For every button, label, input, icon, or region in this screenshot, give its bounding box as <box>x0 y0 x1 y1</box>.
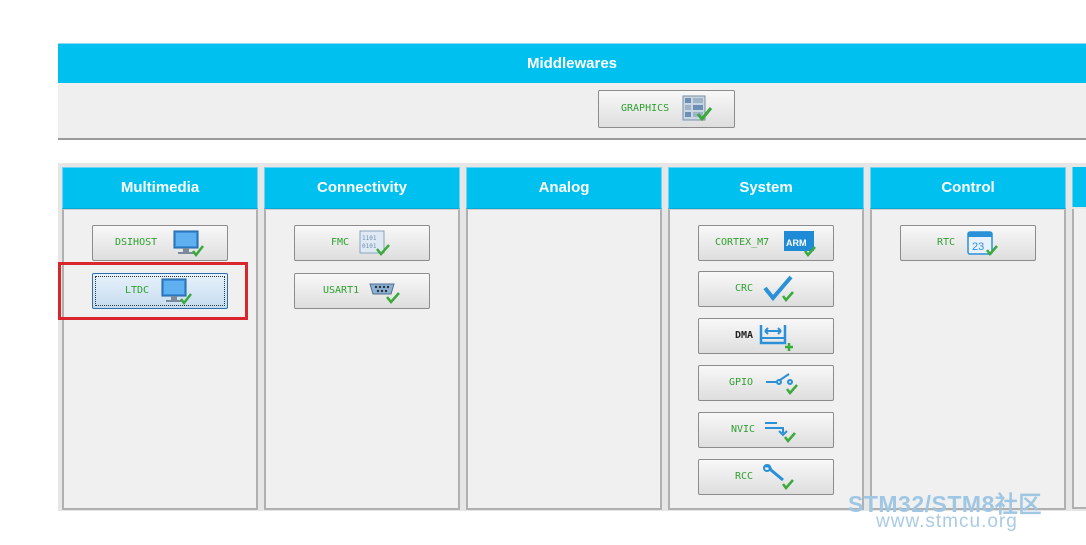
category-header: Control <box>870 167 1066 209</box>
ip-button-nvic[interactable]: NVIC <box>698 412 834 448</box>
category-control: Control RTC 23 <box>870 167 1066 510</box>
category-header: Multimedia <box>62 167 258 209</box>
svg-text:ARM: ARM <box>786 238 807 248</box>
category-header: Analog <box>466 167 662 209</box>
ip-button-dma[interactable]: DMA <box>698 318 834 354</box>
category-header: System <box>668 167 864 209</box>
category-analog: Analog <box>466 167 662 510</box>
ip-label-nvic: NVIC <box>731 424 756 435</box>
highlight-box <box>58 262 248 320</box>
ip-button-usart1[interactable]: USART1 <box>294 273 430 309</box>
category-partial <box>1072 167 1086 509</box>
ip-button-dsihost[interactable]: DSIHOST <box>92 225 228 261</box>
ip-label-dma: DMA <box>735 330 754 341</box>
category-multimedia: Multimedia DSIHOST LTDC <box>62 167 258 510</box>
interrupt-icon <box>765 422 796 443</box>
ip-button-rcc[interactable]: RCC <box>698 459 834 495</box>
ip-button-gpio[interactable]: GPIO <box>698 365 834 401</box>
ip-label-dsihost: DSIHOST <box>115 237 158 248</box>
middlewares-header: Middlewares <box>58 43 1086 85</box>
ip-label-cortex-m7: CORTEX_M7 <box>715 237 770 248</box>
category-header: Connectivity <box>264 167 460 209</box>
arm-icon: ARM <box>784 231 816 257</box>
category-system: System CORTEX_M7 ARM CRC DMA <box>668 167 864 510</box>
ip-label-fmc: FMC <box>331 237 350 248</box>
dma-icon <box>759 325 793 351</box>
ip-button-fmc[interactable]: FMC 1101 0101 <box>294 225 430 261</box>
ip-label-graphics: GRAPHICS <box>621 103 670 114</box>
ip-button-crc[interactable]: CRC <box>698 271 834 307</box>
watermark-url: www.stmcu.org <box>876 511 1018 532</box>
ip-button-rtc[interactable]: RTC 23 <box>900 225 1036 261</box>
categories-area: Multimedia DSIHOST LTDC Connectivity <box>58 163 1086 511</box>
ip-label-rtc: RTC <box>937 237 956 248</box>
ip-label-gpio: GPIO <box>729 377 754 388</box>
ip-button-cortex-m7[interactable]: CORTEX_M7 ARM <box>698 225 834 261</box>
middlewares-body: GRAPHICS <box>58 83 1086 140</box>
category-connectivity: Connectivity FMC 1101 0101 USART1 <box>264 167 460 510</box>
ip-label-rcc: RCC <box>735 471 754 482</box>
ip-label-usart1: USART1 <box>323 285 360 296</box>
graphics-icon <box>682 95 713 122</box>
ip-label-crc: CRC <box>735 283 754 294</box>
calendar-day: 23 <box>972 241 984 253</box>
switch-icon <box>766 373 798 395</box>
wrench-icon <box>763 464 794 490</box>
ip-button-graphics[interactable]: GRAPHICS <box>598 90 735 128</box>
svg-text:1101: 1101 <box>362 235 377 242</box>
svg-text:0101: 0101 <box>362 243 377 250</box>
category-body <box>466 209 662 510</box>
middlewares-panel: Middlewares GRAPHICS <box>58 43 1086 140</box>
serial-port-icon <box>369 283 400 304</box>
middlewares-title: Middlewares <box>526 55 618 72</box>
monitor-icon <box>173 230 204 258</box>
checkmark-icon <box>763 275 794 302</box>
watermark-title: STM32/STM8社区 <box>848 491 1042 517</box>
memory-chip-icon: 1101 0101 <box>359 230 390 256</box>
calendar-icon: 23 <box>967 231 998 256</box>
ip-button-ltdc[interactable]: LTDC <box>92 273 228 309</box>
